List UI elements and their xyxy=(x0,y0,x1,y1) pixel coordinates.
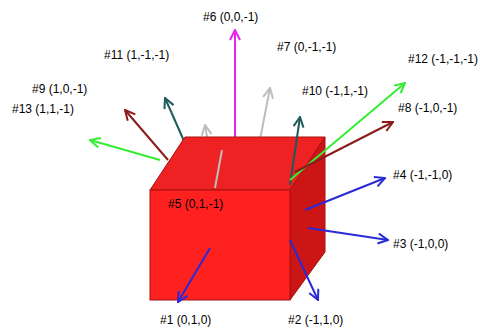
callout-number: #9 (1,0,-1) xyxy=(32,82,87,96)
callout-number: #6 (0,0,-1) xyxy=(203,10,258,24)
normal-arrow xyxy=(305,178,385,210)
normal-arrow xyxy=(290,240,318,300)
normal-arrow xyxy=(308,228,388,240)
callout-number: #7 (0,-1,-1) xyxy=(277,40,336,54)
callout-number: #13 (1,1,-1) xyxy=(12,102,74,116)
normal-arrow xyxy=(90,140,160,160)
cube-side-face xyxy=(290,137,325,300)
normal-arrow xyxy=(234,30,236,150)
normal-arrow xyxy=(290,83,405,180)
callout-number: #1 (0,1,0) xyxy=(160,313,211,327)
callout-number: #4 (-1,-1,0) xyxy=(393,168,452,182)
normal-arrow xyxy=(178,248,210,302)
normal-arrow xyxy=(125,110,168,160)
normal-arrow-stem xyxy=(215,150,222,188)
callout-number: #3 (-1,0,0) xyxy=(393,237,448,251)
callout-number: #11 (1,-1,-1) xyxy=(104,48,169,62)
callout-number: #8 (-1,0,-1) xyxy=(398,101,457,115)
callout-number: #5 (0,1,-1) xyxy=(168,197,223,211)
callout-number: #2 (-1,1,0) xyxy=(288,313,343,327)
callout-number: #12 (-1,-1,-1) xyxy=(408,52,478,66)
callout-number: #10 (-1,1,-1) xyxy=(302,84,368,98)
normal-arrow xyxy=(295,122,393,172)
cube-front-face xyxy=(150,190,290,300)
